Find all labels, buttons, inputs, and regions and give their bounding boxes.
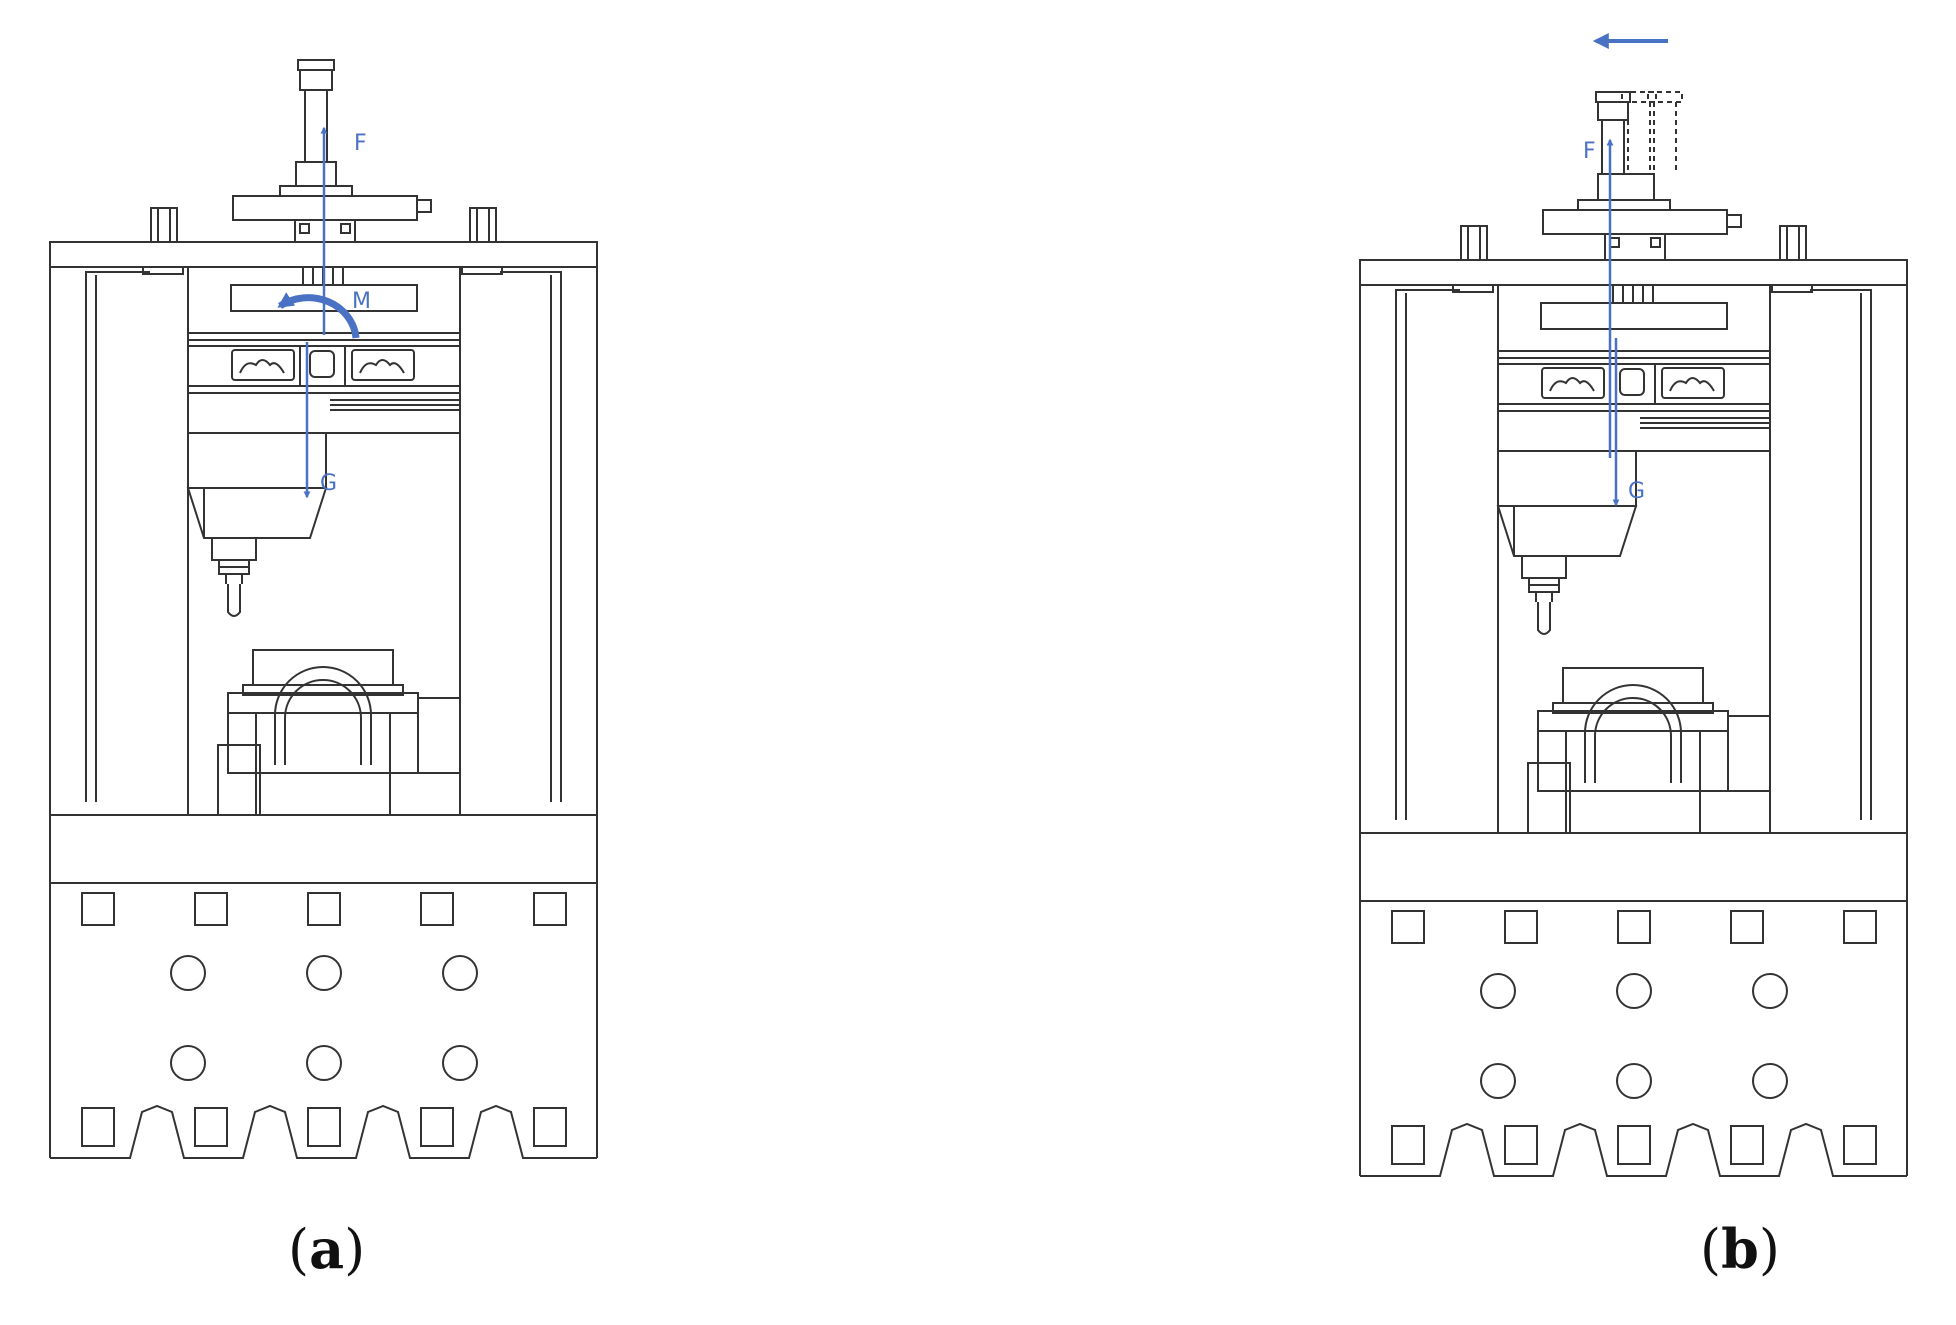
caption-panel-b: (b) xyxy=(1700,1217,1780,1281)
label-gravity-g: G xyxy=(1628,479,1645,504)
label-gravity-g: G xyxy=(320,471,337,496)
panel-a-diagram: F M G xyxy=(49,59,598,1159)
caption-panel-a: (a) xyxy=(288,1217,366,1281)
panel-a-force-arrows: F M G xyxy=(277,126,371,499)
moment-m-arrow xyxy=(277,292,360,339)
panel-b-force-arrows: F G xyxy=(1583,33,1668,507)
label-force-f: F xyxy=(1583,139,1596,164)
top-cylinder-shifted xyxy=(1542,91,1742,261)
label-moment-m: M xyxy=(352,289,371,314)
top-cylinder xyxy=(232,59,432,243)
label-force-f: F xyxy=(354,131,367,156)
panel-b-diagram: F G xyxy=(1359,33,1908,1177)
